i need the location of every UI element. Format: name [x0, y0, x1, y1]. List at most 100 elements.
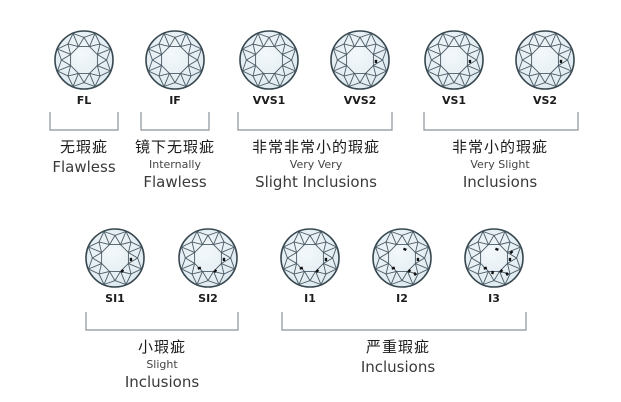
inclusion-mark — [413, 271, 417, 276]
inclusion-mark — [499, 269, 504, 274]
inclusion-mark — [324, 257, 328, 262]
diamond-facet-line — [282, 48, 296, 55]
diamond-facet-line — [97, 65, 111, 72]
diamond-facet-line — [97, 48, 111, 55]
diamond-facet-line — [298, 271, 305, 285]
diamond-facet-line — [427, 48, 441, 55]
diamond-facet-line — [257, 73, 264, 87]
diamond-vs1 — [424, 30, 484, 90]
diamond-facet-line — [103, 271, 110, 285]
caption-en-small-si: Slight — [146, 358, 178, 371]
diamond-facet-line — [558, 48, 572, 55]
diamond-facet-line — [188, 48, 202, 55]
diamond-facet-line — [333, 65, 347, 72]
inclusion-mark — [129, 257, 133, 262]
diamond-facet-line — [459, 73, 466, 87]
caption-zh-vvs: 非常非常小的瑕疵 — [251, 138, 381, 156]
diamond-i2 — [372, 228, 432, 288]
diamond-facet-line — [533, 73, 540, 87]
grade-label-vvs2: VVS2 — [343, 94, 377, 107]
grade-label-i3: I3 — [488, 292, 500, 305]
diamond-girdle — [85, 228, 145, 288]
diamond-fl — [54, 30, 114, 90]
diamond-girdle — [372, 228, 432, 288]
inclusion-mark — [494, 247, 499, 251]
diamond-facet-line — [415, 246, 429, 253]
diamond-girdle — [515, 30, 575, 90]
diamond-facet-line — [180, 73, 187, 87]
diamond-if — [145, 30, 205, 90]
diamond-si1 — [85, 228, 145, 288]
diamond-facet-line — [373, 48, 387, 55]
inclusion-mark — [491, 270, 494, 275]
diamond-facet-line — [315, 231, 322, 245]
diamond-vvs1 — [239, 30, 299, 90]
bracket-vvs — [237, 112, 393, 131]
diamond-kite-facets — [87, 230, 143, 286]
inclusion-mark — [508, 257, 512, 262]
diamond-facet-line — [188, 65, 202, 72]
bracket-if — [140, 112, 210, 131]
diamond-girdle — [145, 30, 205, 90]
diamond-facet-line — [467, 48, 481, 55]
diamond-facet-line — [128, 246, 142, 253]
diamond-facet-line — [390, 231, 397, 245]
diamond-facet-line — [163, 73, 170, 87]
diamond-facet-line — [89, 73, 96, 87]
grade-label-vvs1: VVS1 — [252, 94, 286, 107]
caption-zh-if: 镜下无瑕疵 — [134, 138, 216, 156]
inclusion-mark — [374, 59, 378, 64]
bracket-vs — [423, 112, 579, 131]
diamond-kite-facets — [332, 32, 388, 88]
caption-en-si: Inclusions — [124, 373, 200, 391]
diamond-facet-line — [315, 271, 322, 285]
diamond-kite-facets — [466, 230, 522, 286]
diamond-facet-line — [196, 271, 203, 285]
diamond-facet-line — [128, 263, 142, 270]
diamond-facet-line — [221, 263, 235, 270]
inclusion-mark — [509, 250, 514, 255]
caption-en-i: Inclusions — [360, 358, 436, 376]
diamond-facet-line — [148, 48, 162, 55]
diamond-facet-line — [442, 33, 449, 47]
diamond-facet-line — [120, 271, 127, 285]
diamond-facet-line — [163, 33, 170, 47]
diamond-facet-line — [72, 33, 79, 47]
diamond-facet-line — [518, 65, 532, 72]
diamond-facet-line — [390, 271, 397, 285]
diamond-facet-line — [181, 246, 195, 253]
diamond-kite-facets — [426, 32, 482, 88]
diamond-facet-line — [507, 263, 521, 270]
diamond-facet-line — [57, 65, 71, 72]
diamond-facet-line — [348, 73, 355, 87]
diamond-facet-line — [499, 231, 506, 245]
inclusion-mark — [559, 59, 563, 64]
diamond-i1 — [280, 228, 340, 288]
diamond-vvs2 — [330, 30, 390, 90]
diamond-facet-line — [375, 263, 389, 270]
diamond-facet-line — [88, 263, 102, 270]
diamond-facet-line — [88, 246, 102, 253]
diamond-facet-line — [499, 271, 506, 285]
diamond-kite-facets — [56, 32, 112, 88]
inclusion-mark — [197, 266, 202, 270]
diamond-facet-line — [213, 271, 220, 285]
diamond-facet-line — [415, 263, 429, 270]
bracket-si — [85, 312, 239, 331]
inclusion-mark — [213, 269, 218, 274]
caption-zh-vs: 非常小的瑕疵 — [451, 138, 549, 156]
diamond-facet-line — [427, 65, 441, 72]
diamond-facet-line — [274, 33, 281, 47]
diamond-facet-line — [533, 33, 540, 47]
inclusion-mark — [222, 257, 226, 262]
diamond-facet-line — [242, 65, 256, 72]
diamond-facet-line — [103, 231, 110, 245]
diamond-facet-line — [459, 33, 466, 47]
diamond-facet-line — [333, 48, 347, 55]
diamond-facet-line — [274, 73, 281, 87]
diamond-girdle — [424, 30, 484, 90]
diamond-vs2 — [515, 30, 575, 90]
caption-zh-fl: 无瑕疵 — [59, 138, 109, 156]
diamond-facet-line — [257, 33, 264, 47]
inclusion-mark — [391, 266, 396, 270]
